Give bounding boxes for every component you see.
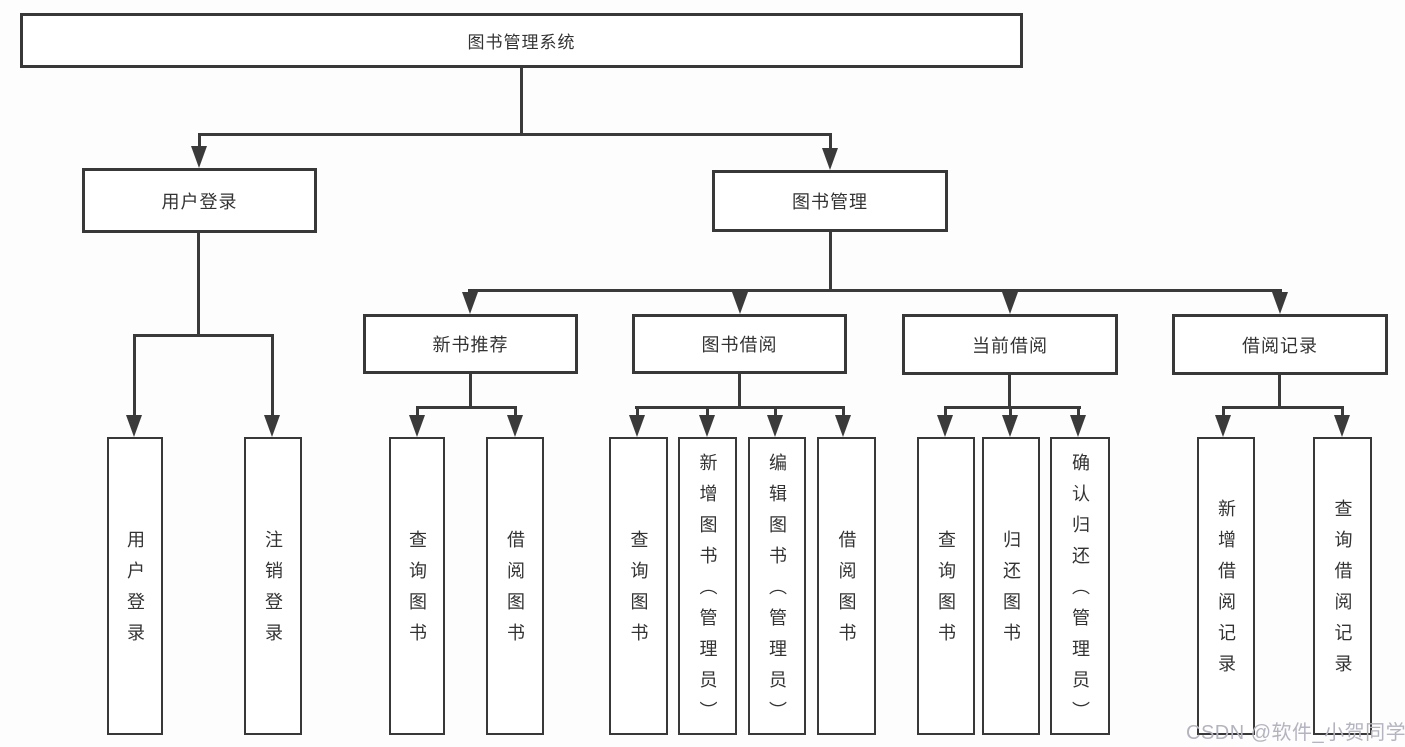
node-current-borrow-label: 当前借阅: [972, 335, 1048, 356]
node-book-borrow: 图书借阅: [632, 314, 847, 374]
connector-bookborrow-stem: [738, 374, 741, 408]
leaf-logout-label: 注销登录: [263, 530, 283, 654]
connector-drop-nb-borrow: [514, 406, 517, 417]
arrow-nb-query: [409, 415, 425, 437]
leaf-user-login: 用户登录: [107, 437, 163, 735]
leaf-query-book-borrow: 查询图书: [609, 437, 668, 735]
node-root-label: 图书管理系统: [467, 33, 576, 52]
leaf-confirm-return-admin: 确认归还（管理员）: [1050, 437, 1110, 735]
arrow-br-add: [1215, 415, 1231, 437]
connector-bookmgmt-rail: [468, 289, 1282, 292]
leaf-query-book-newbook-label: 查询图书: [407, 530, 427, 654]
node-current-borrow: 当前借阅: [902, 314, 1118, 375]
node-root: 图书管理系统: [20, 13, 1023, 68]
arrow-user-login: [191, 146, 207, 168]
node-book-management-label: 图书管理: [792, 192, 868, 212]
connector-borrowrecords-stem: [1278, 375, 1281, 408]
node-user-login-label: 用户登录: [161, 191, 238, 212]
arrow-cb-return: [1002, 415, 1018, 437]
leaf-edit-book-admin-label: 编辑图书（管理员）: [767, 452, 787, 732]
leaf-confirm-return-admin-label: 确认归还（管理员）: [1070, 452, 1090, 732]
arrow-current-borrow: [1002, 292, 1018, 314]
connector-newbook-stem: [469, 374, 472, 408]
connector-root-stem: [520, 68, 523, 133]
leaf-borrow-book-borrow: 借阅图书: [817, 437, 876, 735]
node-borrow-records-label: 借阅记录: [1242, 335, 1318, 356]
csdn-watermark: CSDN @软件_小贺同学: [1186, 722, 1405, 744]
arrow-bb-borrow: [835, 415, 851, 437]
arrow-cb-query: [937, 415, 953, 437]
connector-bookborrow-rail: [635, 406, 845, 409]
arrow-book-management: [822, 148, 838, 170]
node-new-book-recommend-label: 新书推荐: [432, 335, 509, 355]
leaf-return-book-label: 归还图书: [1001, 530, 1021, 654]
node-book-management: 图书管理: [712, 170, 948, 232]
connector-drop-cb-confirm: [1077, 406, 1080, 417]
connector-drop-book-management: [829, 133, 832, 150]
leaf-borrow-book-newbook: 借阅图书: [486, 437, 544, 735]
leaf-query-book-borrow-label: 查询图书: [628, 530, 649, 654]
leaf-query-book-newbook: 查询图书: [389, 437, 445, 735]
connector-drop-leaf-logout: [271, 334, 274, 418]
connector-drop-nb-query: [416, 406, 419, 417]
connector-drop-br-add: [1222, 406, 1225, 417]
connector-userlogin-stem: [197, 233, 200, 336]
leaf-return-book: 归还图书: [982, 437, 1040, 735]
arrow-cb-confirm: [1070, 415, 1086, 437]
leaf-query-borrow-record: 查询借阅记录: [1313, 437, 1372, 735]
arrow-borrow-records: [1272, 292, 1288, 314]
leaf-borrow-book-borrow-label: 借阅图书: [836, 530, 857, 654]
leaf-borrow-book-newbook-label: 借阅图书: [505, 530, 525, 654]
leaf-user-login-label: 用户登录: [125, 530, 145, 654]
arrow-bb-query: [629, 415, 645, 437]
arrow-leaf-logout: [264, 415, 280, 437]
connector-root-rail: [198, 133, 832, 136]
leaf-query-book-current-label: 查询图书: [936, 530, 956, 654]
connector-drop-bb-borrow: [842, 406, 845, 417]
connector-userlogin-rail: [133, 334, 274, 337]
connector-drop-br-query: [1341, 406, 1344, 417]
arrow-book-borrow: [732, 292, 748, 314]
arrow-bb-add: [699, 415, 715, 437]
leaf-add-book-admin-label: 新增图书（管理员）: [697, 452, 718, 732]
arrow-bb-edit: [767, 415, 783, 437]
connector-newbook-rail: [416, 406, 517, 409]
connector-drop-user-login: [198, 133, 201, 148]
leaf-add-borrow-record: 新增借阅记录: [1197, 437, 1255, 735]
connector-drop-cb-return: [1009, 406, 1012, 417]
arrow-leaf-login: [126, 415, 142, 437]
arrow-nb-borrow: [507, 415, 523, 437]
leaf-logout: 注销登录: [244, 437, 302, 735]
leaf-add-borrow-record-label: 新增借阅记录: [1216, 499, 1236, 685]
node-user-login: 用户登录: [82, 168, 317, 233]
connector-borrowrecords-rail: [1222, 406, 1344, 409]
node-book-borrow-label: 图书借阅: [701, 335, 778, 355]
connector-currentborrow-rail: [944, 406, 1081, 409]
arrow-new-book: [462, 292, 478, 314]
arrow-br-query: [1334, 415, 1350, 437]
connector-drop-bb-edit: [774, 406, 777, 417]
leaf-query-book-current: 查询图书: [917, 437, 975, 735]
leaf-query-borrow-record-label: 查询借阅记录: [1332, 499, 1353, 685]
leaf-add-book-admin: 新增图书（管理员）: [678, 437, 737, 735]
leaf-edit-book-admin: 编辑图书（管理员）: [748, 437, 806, 735]
connector-currentborrow-stem: [1008, 375, 1011, 408]
connector-drop-bb-query: [636, 406, 639, 417]
node-new-book-recommend: 新书推荐: [363, 314, 578, 374]
connector-drop-cb-query: [944, 406, 947, 417]
connector-drop-leaf-login: [133, 334, 136, 418]
node-borrow-records: 借阅记录: [1172, 314, 1388, 375]
connector-drop-bb-add: [706, 406, 709, 417]
connector-bookmgmt-stem: [829, 232, 832, 291]
